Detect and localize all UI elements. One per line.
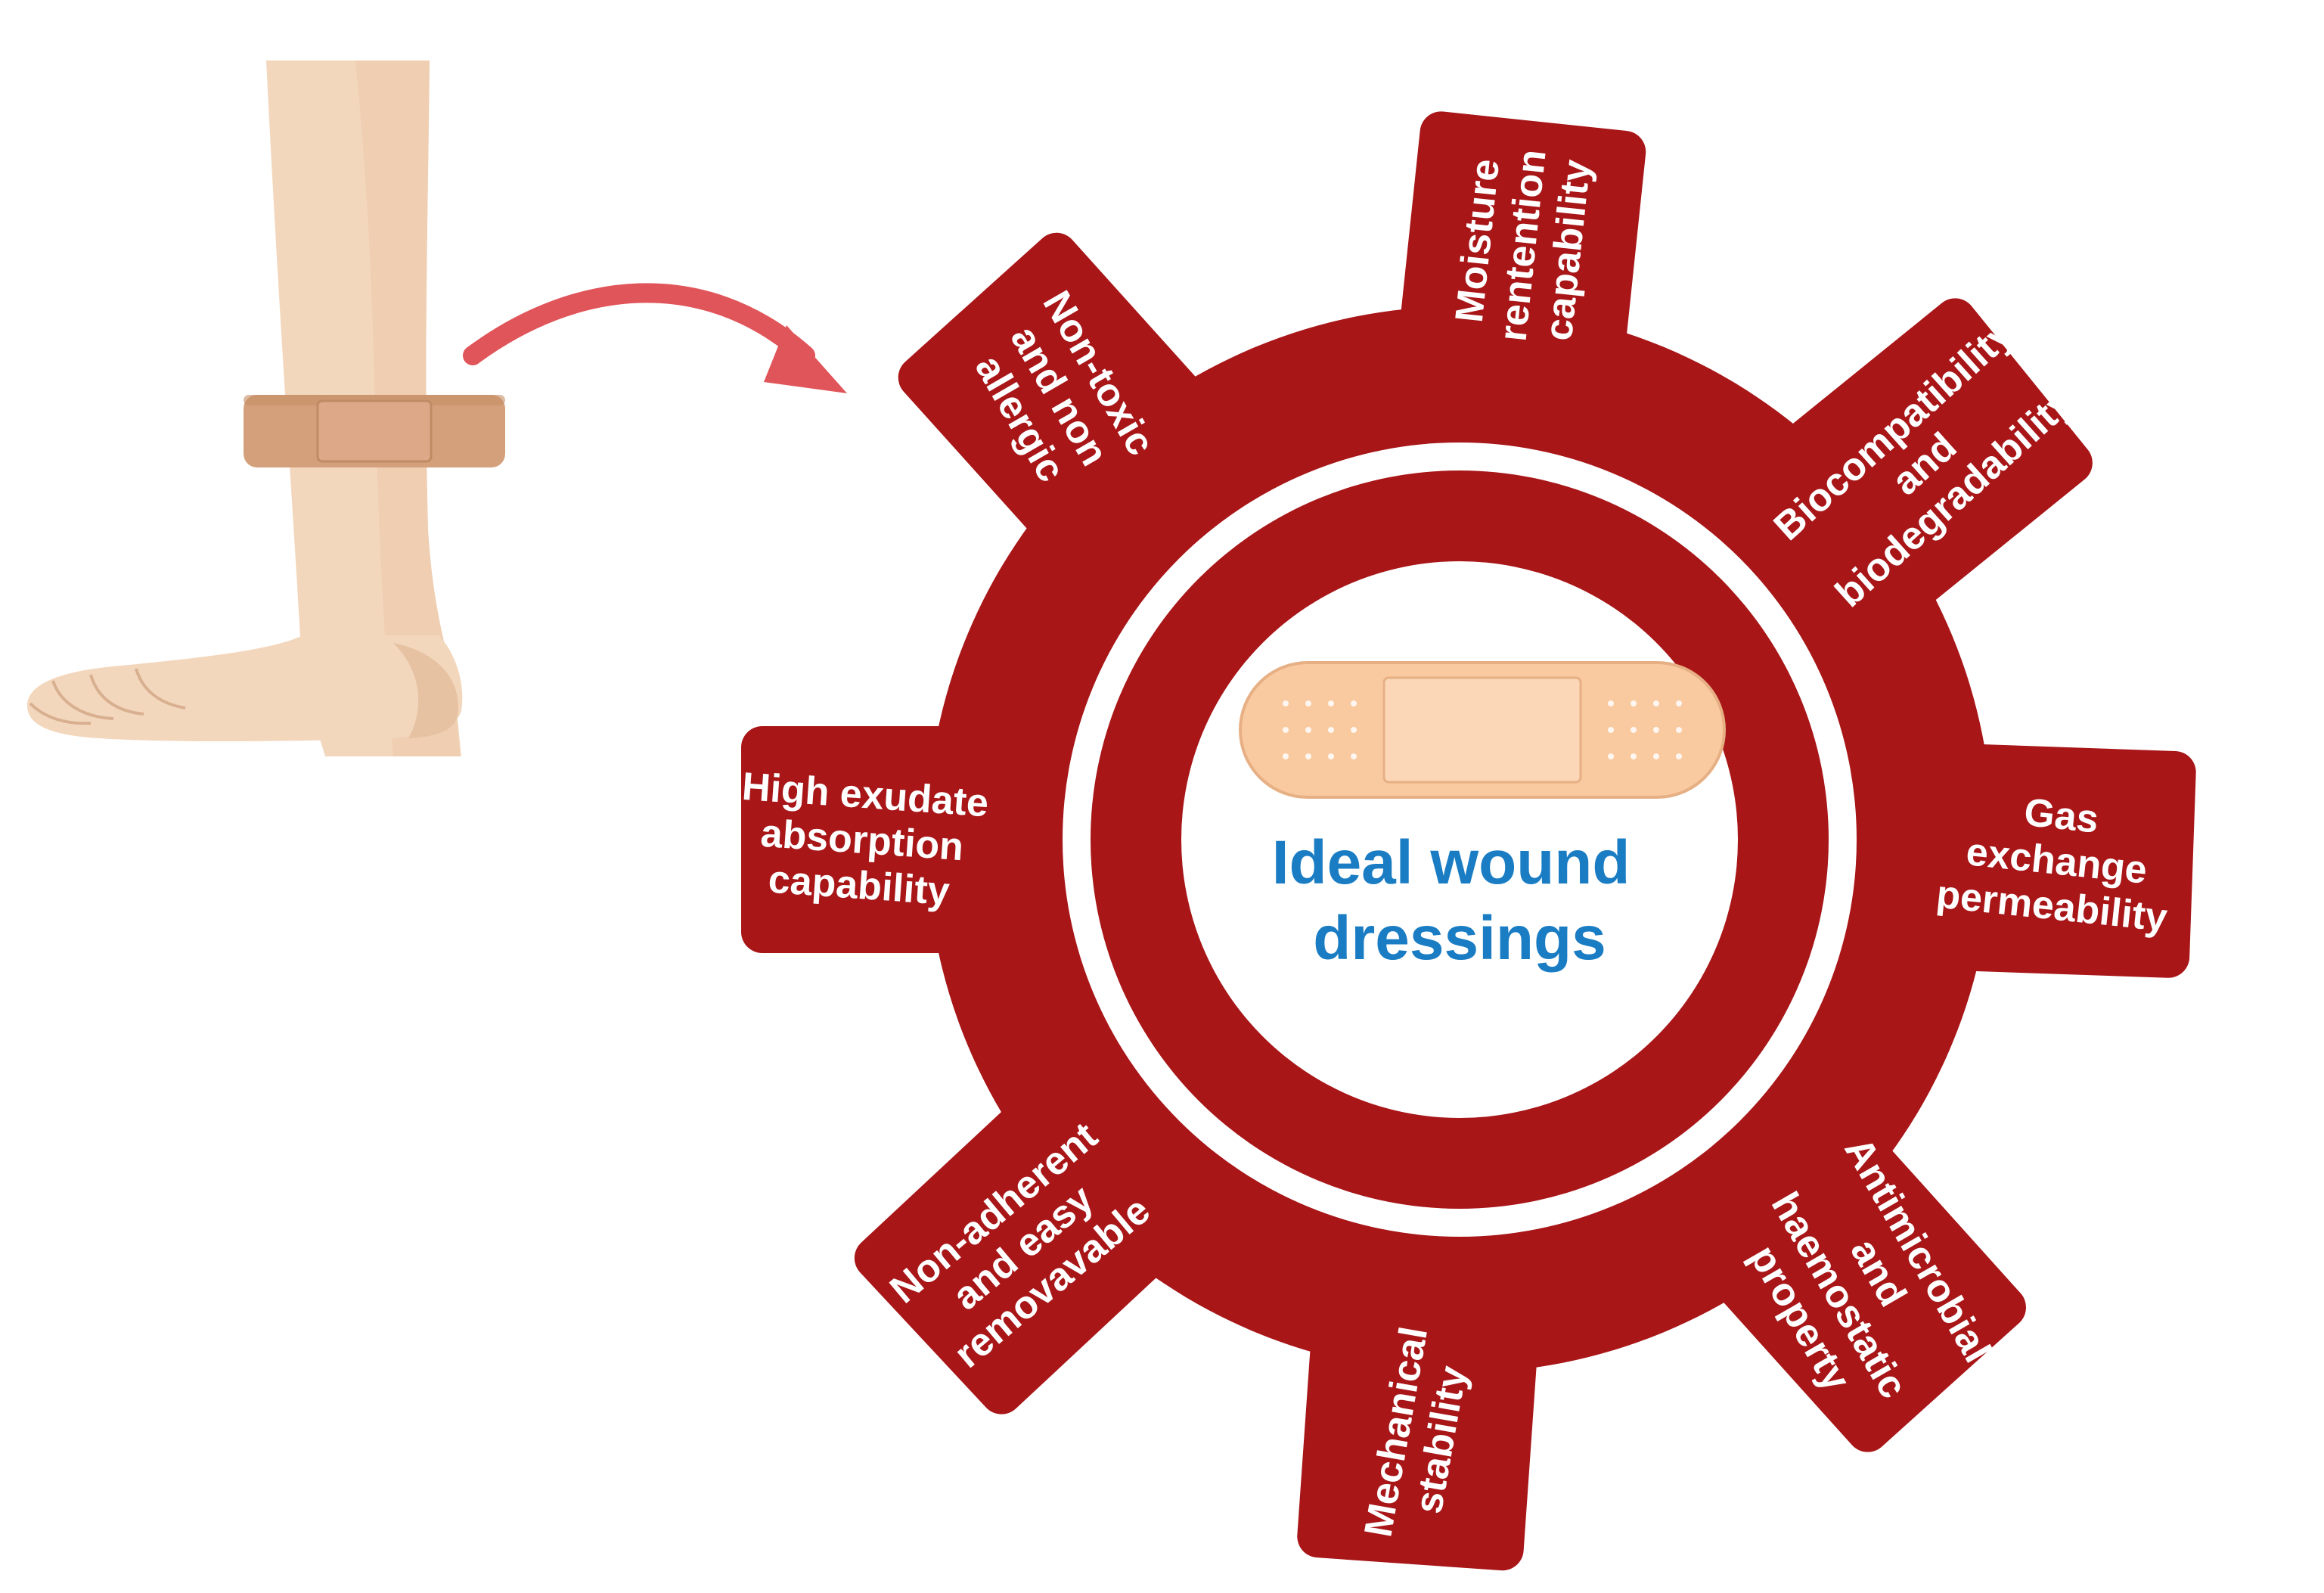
gear-tooth: [1902, 742, 2196, 978]
property-label: High exudateabsorptioncapability: [734, 765, 990, 916]
property-label-line: Gas: [2022, 790, 2101, 842]
center-title-line-1: Ideal wound: [1272, 828, 1631, 897]
gear-tooth: [1720, 298, 2093, 658]
property-label: Moisturerententioncapability: [1446, 143, 1600, 348]
gear-tooth: [1662, 1081, 2026, 1452]
gear-tooth: [898, 232, 1252, 592]
center-title: Ideal wound dressings: [1272, 828, 1648, 973]
curved-arrow-icon: [463, 283, 847, 393]
gear-tooth: [741, 726, 1029, 953]
leg-with-bandage-icon: [26, 61, 505, 756]
adhesive-bandage-icon: [1239, 661, 1726, 799]
gear-tooth: [854, 1048, 1224, 1414]
gear-tooth: [1297, 1256, 1542, 1571]
gear-tooth: [1393, 111, 1646, 425]
center-title-line-2: dressings: [1313, 904, 1606, 973]
